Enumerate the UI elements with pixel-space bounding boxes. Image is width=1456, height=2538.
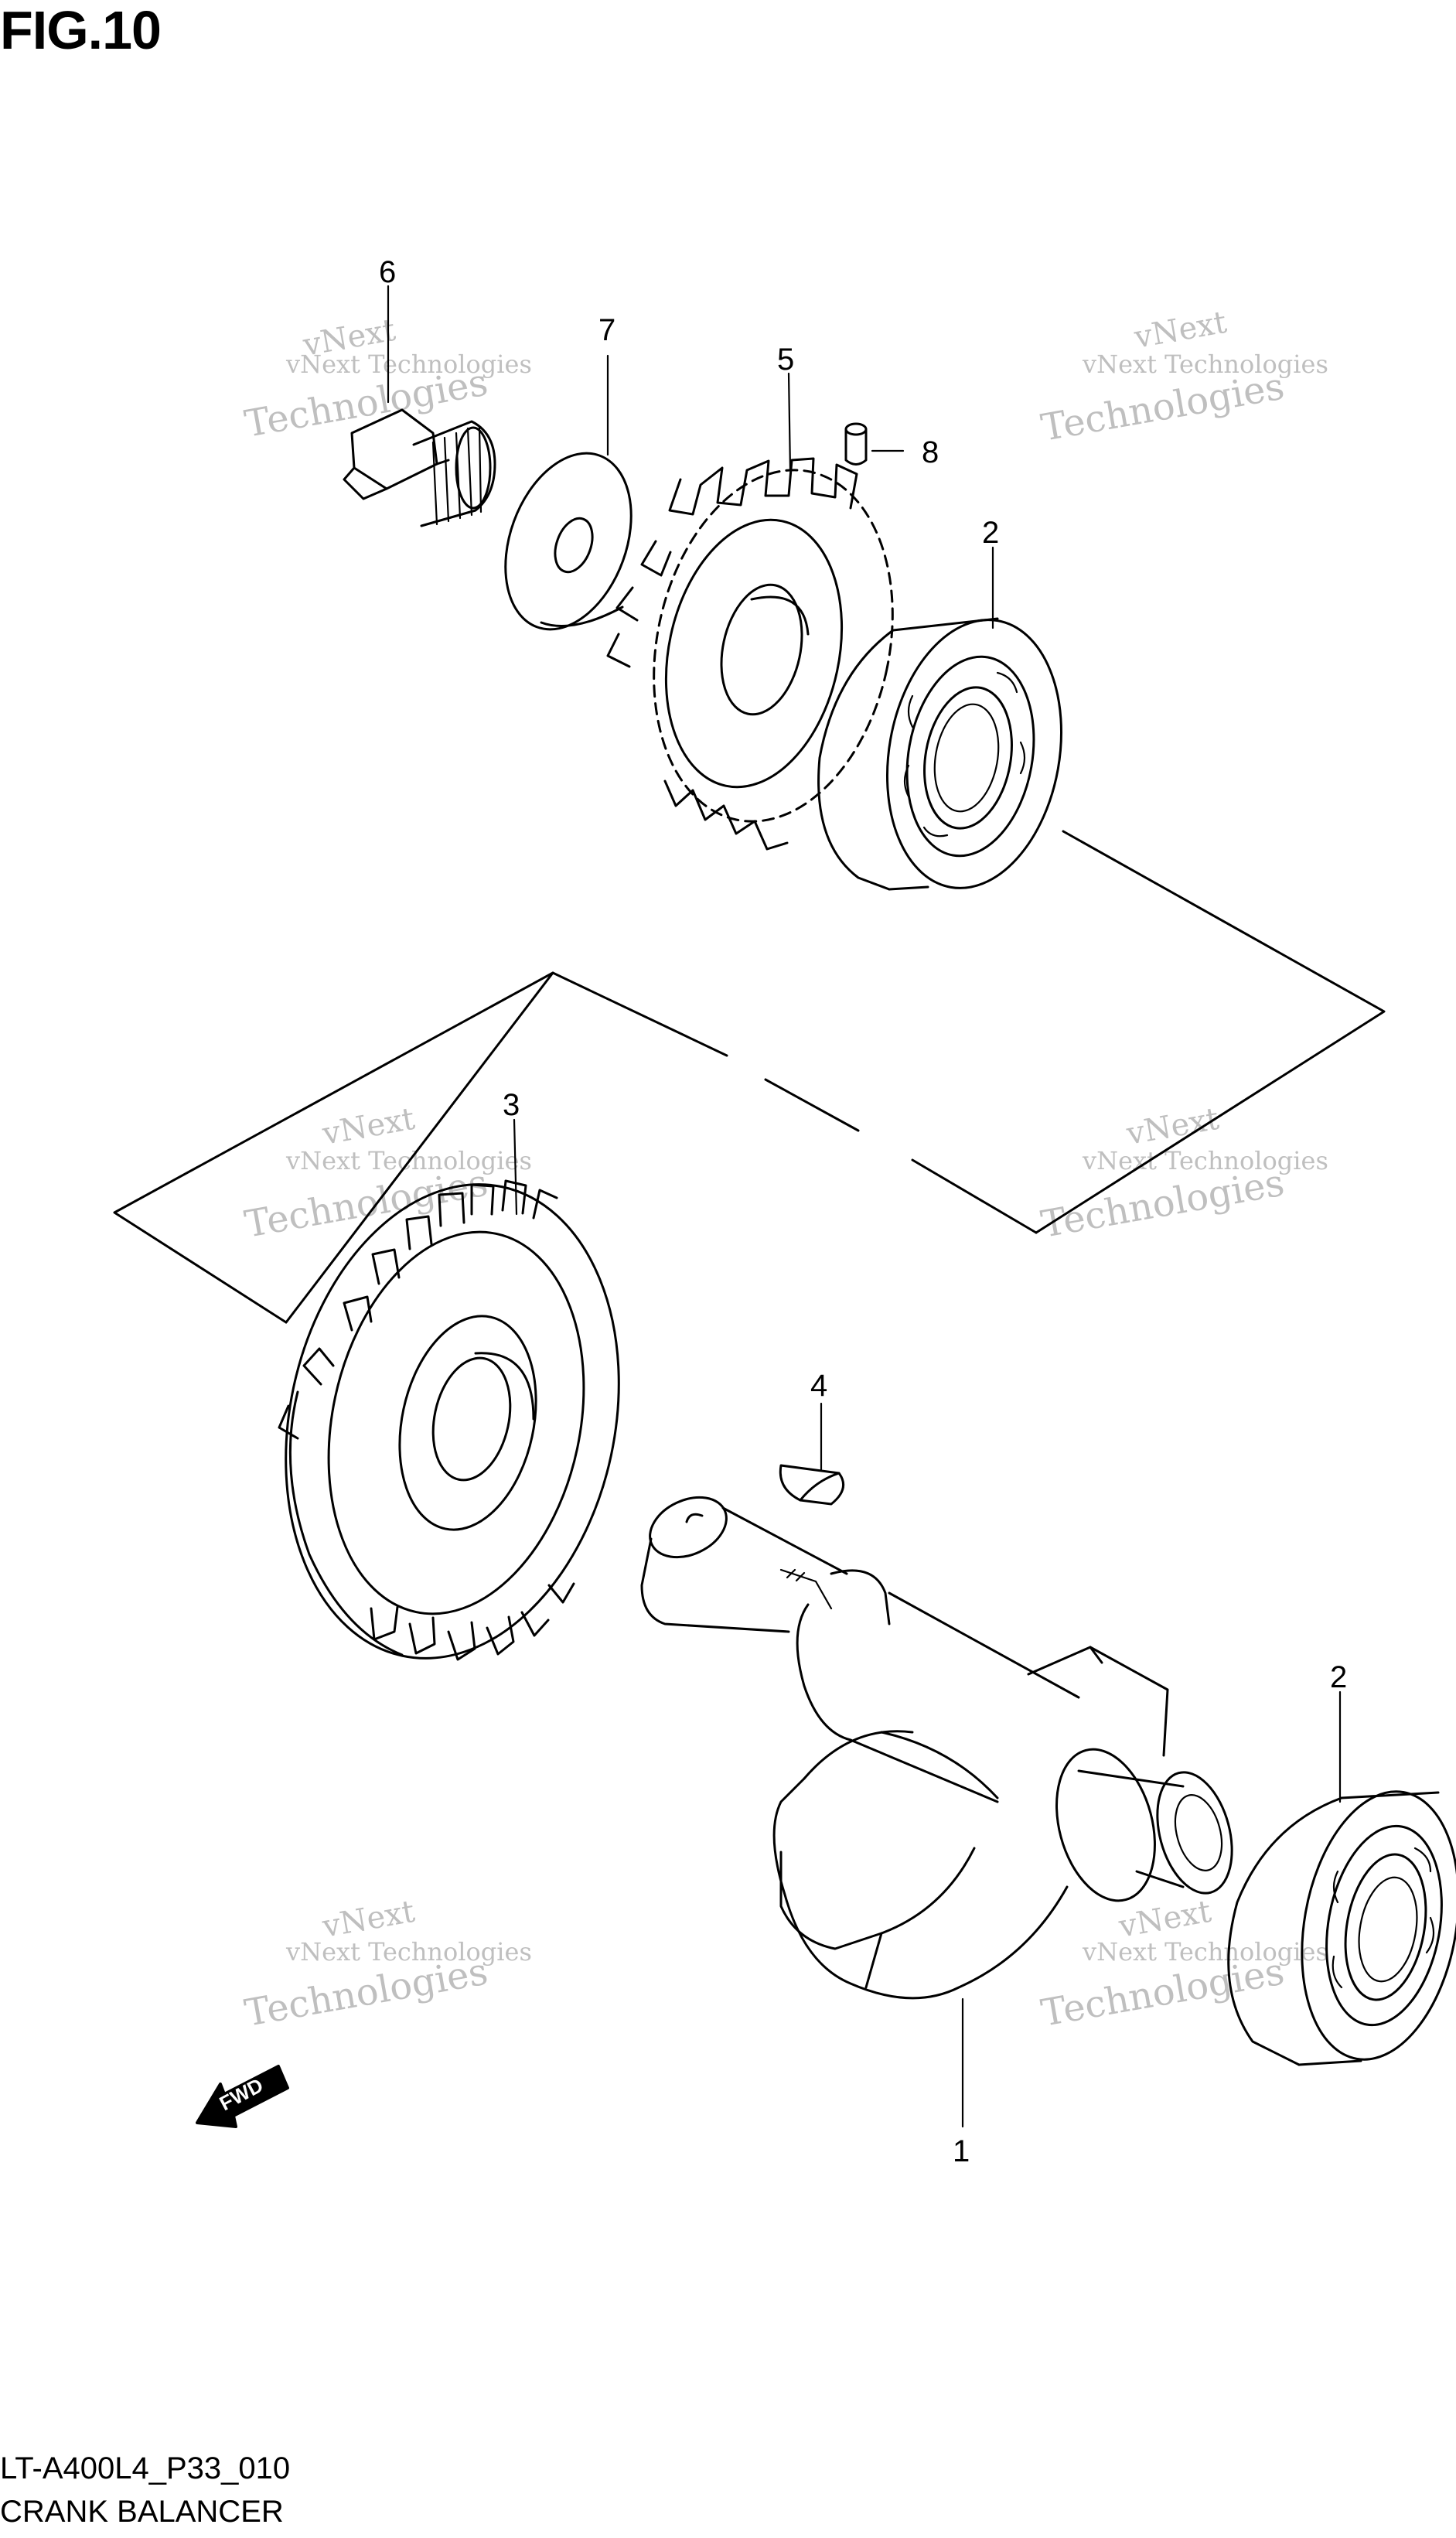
- watermark-top-right: vNext Technologies Technologies vNext: [1038, 305, 1328, 450]
- callout-7: 7: [598, 313, 615, 347]
- svg-text:vNext: vNext: [1124, 1101, 1222, 1152]
- watermark-bottom-left: vNext Technologies Technologies vNext: [241, 1894, 532, 2035]
- svg-text:vNext Technologies: vNext Technologies: [285, 1937, 532, 1967]
- fwd-arrow-icon: FWD: [196, 2065, 289, 2128]
- part-8-pin: [844, 422, 868, 466]
- callout-8: 8: [922, 435, 939, 469]
- callout-2-bottom: 2: [1330, 1660, 1347, 1694]
- svg-text:vNext Technologies: vNext Technologies: [1082, 350, 1328, 379]
- svg-text:vNext Technologies: vNext Technologies: [285, 350, 532, 379]
- svg-text:vNext: vNext: [1131, 305, 1229, 356]
- part-1-balancer-shaft: [640, 1496, 1233, 2000]
- svg-text:vNext Technologies: vNext Technologies: [1082, 1937, 1328, 1967]
- part-2-bearing-bottom: [1227, 1790, 1456, 2066]
- watermark-mid-right: vNext Technologies Technologies vNext: [1038, 1101, 1328, 1247]
- figure-caption: CRANK BALANCER: [0, 2495, 284, 2529]
- part-4-key: [779, 1464, 845, 1506]
- leader-lines: [387, 285, 1342, 2128]
- figure-title: FIG.10: [0, 0, 162, 60]
- callout-6: 6: [379, 255, 396, 289]
- callout-4: 4: [810, 1369, 827, 1403]
- svg-text:vNext Technologies: vNext Technologies: [1082, 1146, 1328, 1175]
- watermark-mid-left: vNext Technologies Technologies vNext: [241, 1101, 532, 1247]
- figure-code: LT-A400L4_P33_010: [0, 2451, 291, 2485]
- part-2-bearing-top: [817, 617, 1063, 891]
- part-3-large-gear: [278, 1179, 620, 1661]
- callout-5: 5: [777, 343, 794, 377]
- callout-2-top: 2: [982, 516, 999, 550]
- part-7-washer: [504, 452, 633, 631]
- part-6-bolt: [343, 408, 496, 527]
- callout-3: 3: [503, 1088, 520, 1122]
- assembly-outline: [113, 830, 1386, 1324]
- callout-1: 1: [953, 2134, 970, 2168]
- watermark-top-left: vNext Technologies Technologies vNext: [241, 312, 532, 446]
- svg-text:vNext: vNext: [319, 1101, 418, 1152]
- part-5-gear: [606, 457, 894, 851]
- watermark-bottom-right: vNext Technologies Technologies vNext: [1038, 1894, 1328, 2035]
